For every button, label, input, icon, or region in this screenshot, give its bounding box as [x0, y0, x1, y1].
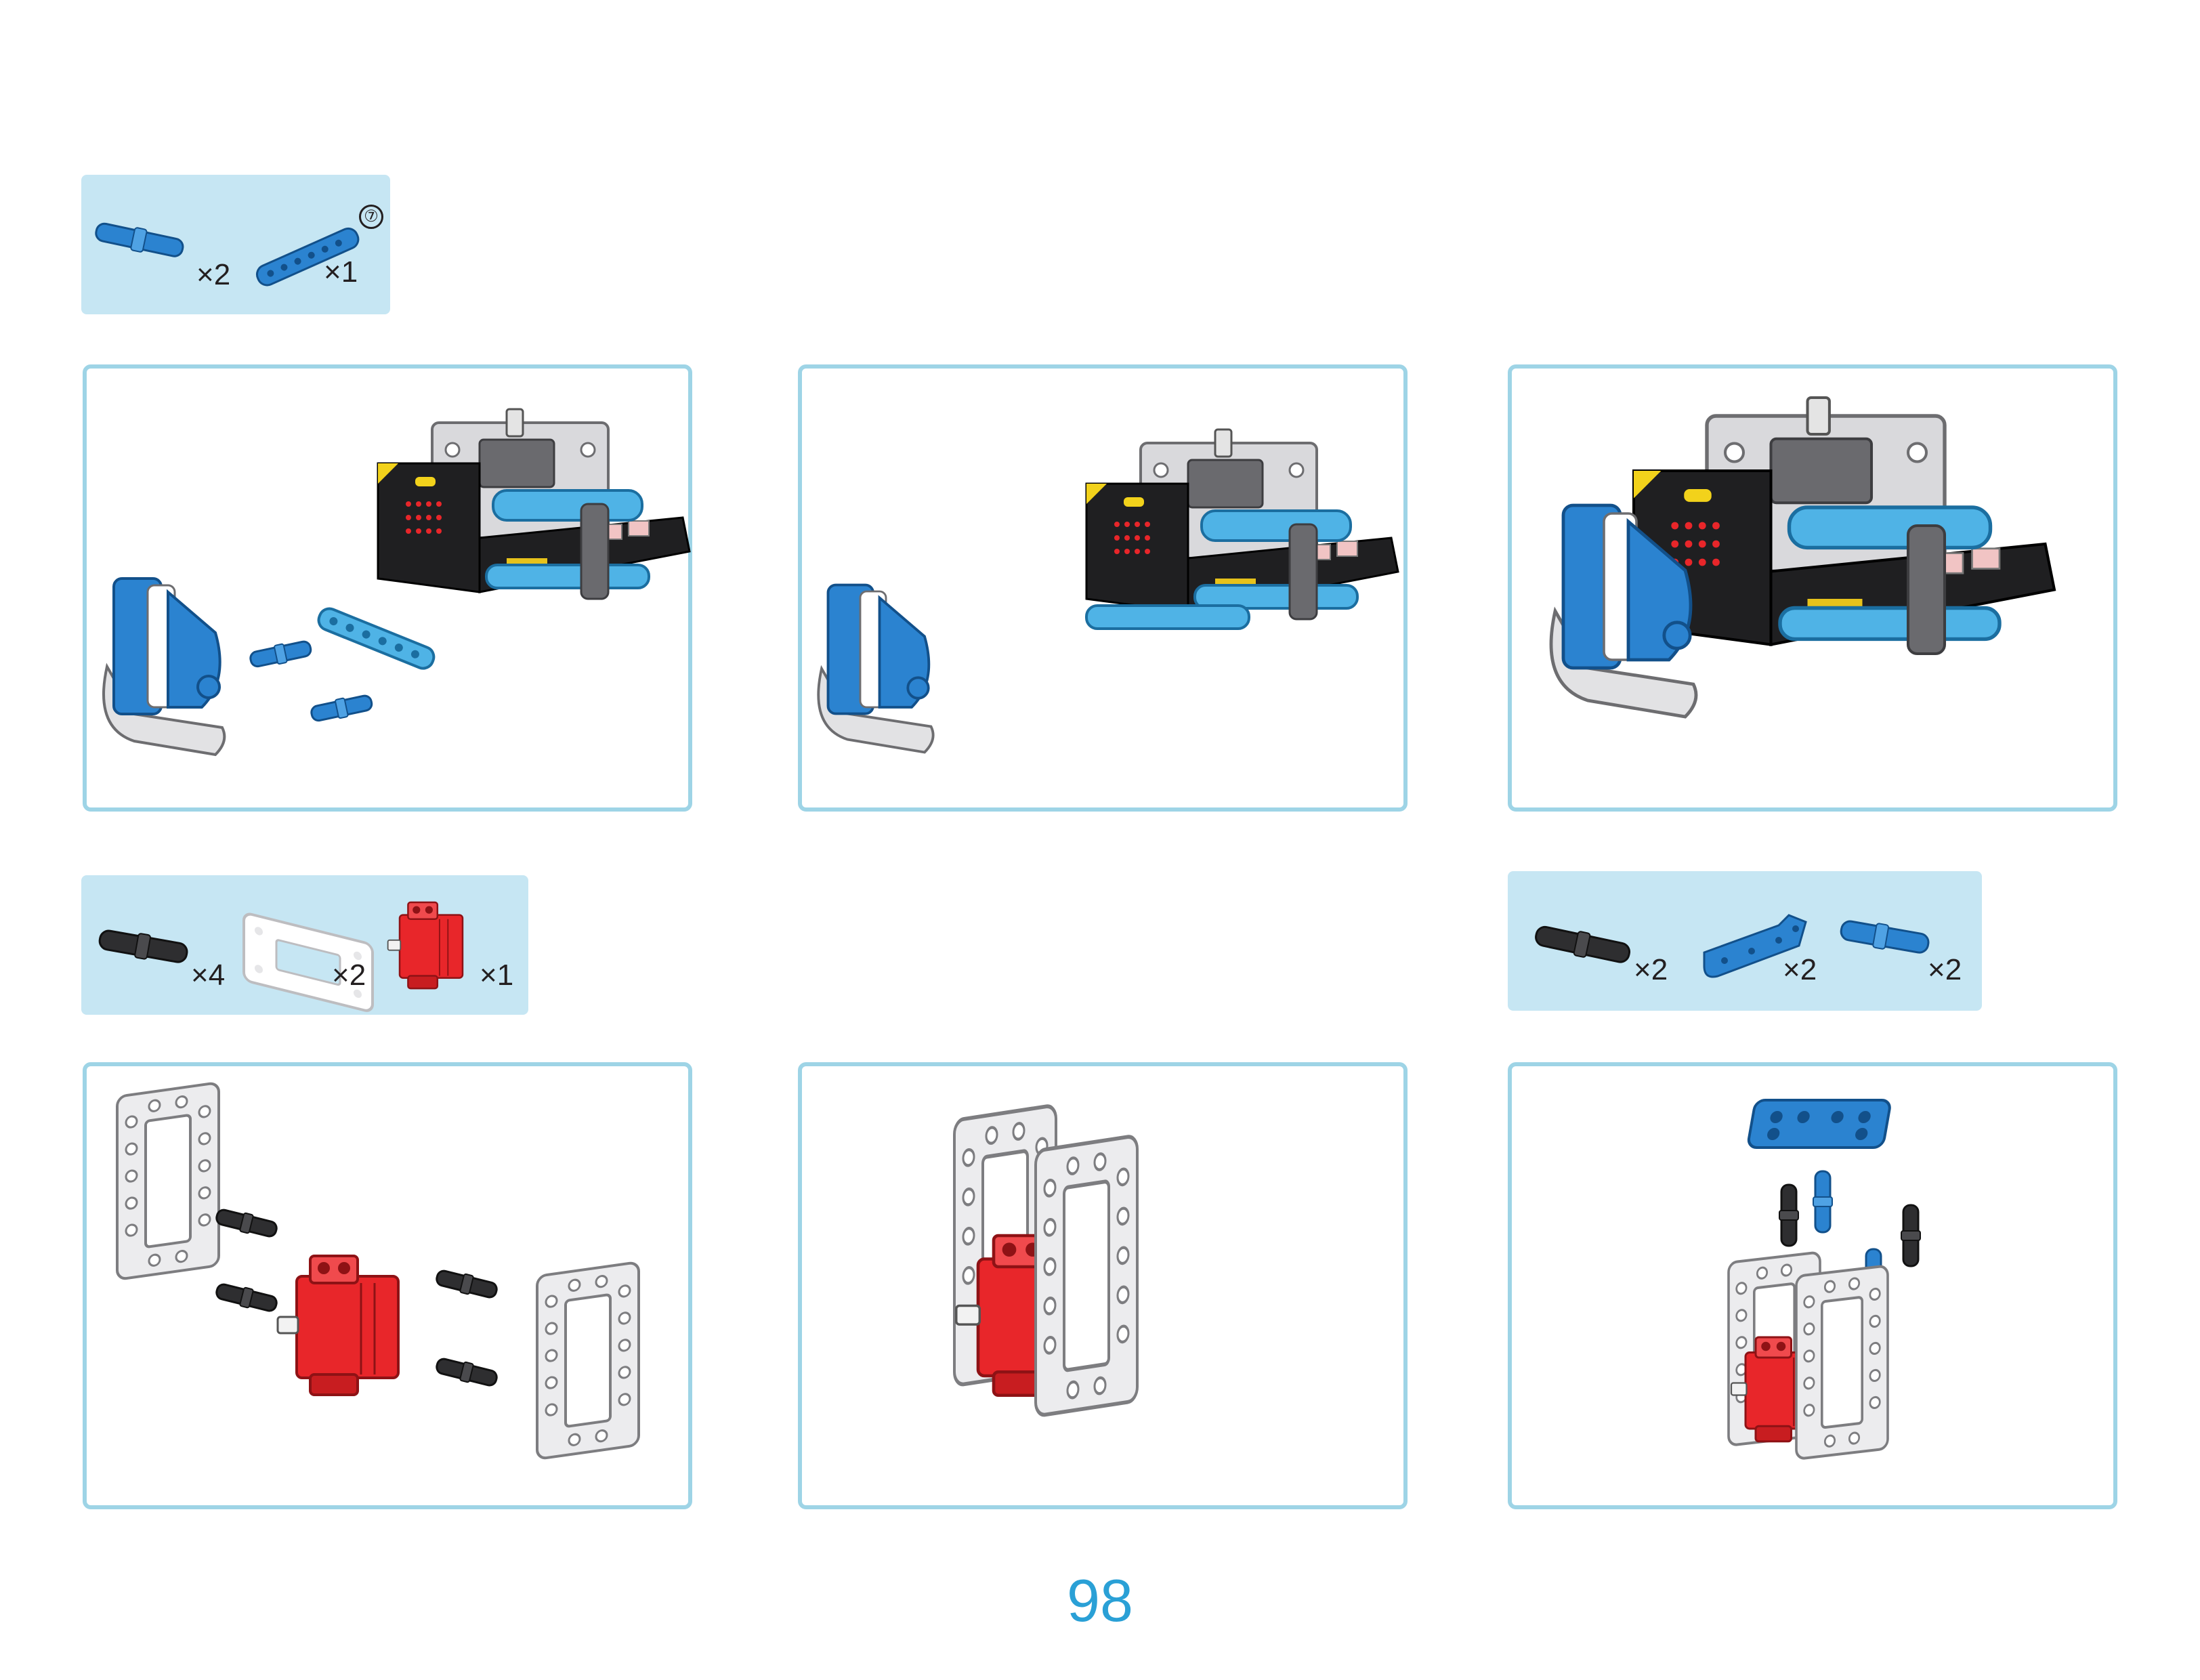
step-frame-4	[83, 1062, 692, 1509]
quantity-label: ×2	[332, 959, 366, 992]
blue-axle-pin-icon	[1840, 920, 1930, 954]
page-number: 98	[1067, 1567, 1133, 1634]
robot-body-with-claw-assembled-icon	[1512, 369, 2121, 816]
step-frame-3	[1508, 364, 2117, 812]
red-servo-icon	[387, 901, 464, 990]
blue-pin-icon	[95, 222, 184, 257]
servo-frames-exploded-icon	[87, 1066, 696, 1513]
beam-length-marker: ⑦	[359, 205, 383, 229]
quantity-label: ×4	[191, 959, 226, 992]
step-frame-6	[1508, 1062, 2117, 1509]
step-frame-1	[83, 364, 692, 812]
blue-beam-icon	[255, 227, 360, 287]
quantity-label: ×1	[324, 255, 358, 289]
servo-frames-with-top-connector-icon	[1512, 1099, 1922, 1513]
robot-body-exploded-with-claw-icon	[102, 408, 691, 756]
quantity-label: ×1	[480, 959, 514, 992]
parts-list-3: ×2 ×2 ×2	[1508, 871, 1982, 1011]
quantity-label: ×2	[1783, 953, 1817, 986]
quantity-label: ×2	[1928, 953, 1962, 986]
robot-body-with-beam-attached-icon	[817, 428, 1399, 754]
black-pin-icon	[98, 929, 188, 963]
step-frame-5	[798, 1062, 1408, 1509]
parts-list-1: ×2 ×1 ⑦	[81, 175, 390, 314]
step-frame-2	[798, 364, 1408, 812]
parts-list-2: ×4 ×2 ×1	[81, 875, 528, 1015]
servo-in-frames-icon	[802, 1066, 1412, 1513]
blue-l-beam-icon	[1703, 914, 1807, 978]
quantity-label: ×2	[1634, 953, 1668, 986]
white-frame-icon	[242, 912, 374, 1012]
quantity-label: ×2	[196, 258, 231, 291]
black-pin-icon	[1535, 925, 1631, 963]
